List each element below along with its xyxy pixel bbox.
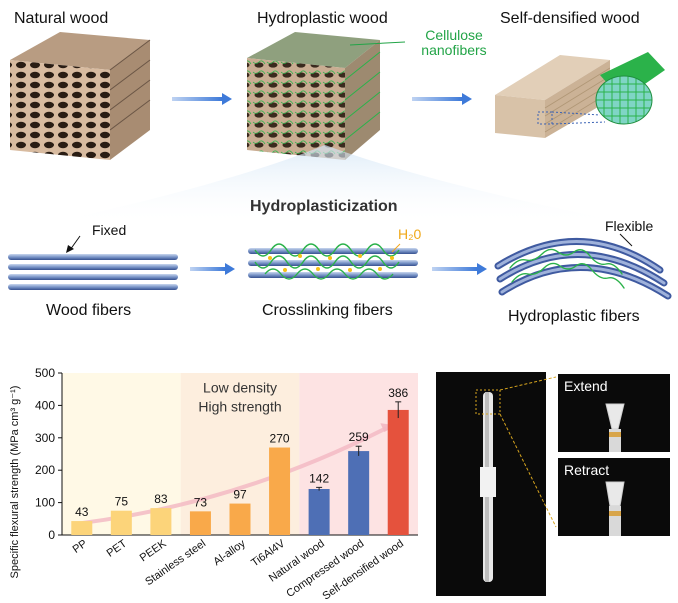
hydroplasticization-title: Hydroplasticization: [250, 198, 398, 215]
flexible-pointer: [619, 233, 633, 247]
wood-fibers-illustration: [8, 254, 178, 290]
flexural-strength-chart: 010020030040050043PP75PET83PEEK73Stainle…: [9, 366, 418, 603]
flexible-label: Flexible: [605, 218, 654, 234]
category-label: Al-alloy: [211, 537, 248, 568]
bar: [71, 521, 93, 535]
bar-value-label: 386: [388, 386, 408, 400]
pen-photo: [436, 372, 546, 596]
y-axis-label: Specific flexural strength (MPa cm³ g⁻¹): [9, 386, 21, 579]
bar: [189, 511, 211, 535]
arrow-2: [412, 97, 462, 101]
y-tick-label: 400: [35, 398, 55, 412]
bar: [110, 510, 132, 535]
retract-label: Retract: [564, 462, 610, 478]
annotation-line1: Low density: [203, 379, 277, 395]
bar: [150, 508, 172, 535]
bar-value-label: 142: [309, 471, 329, 485]
hydroplastic-fibers-label: Hydroplastic fibers: [508, 308, 640, 325]
category-label: PET: [105, 537, 130, 559]
bar-value-label: 270: [270, 432, 290, 446]
self-densified-wood-block: [495, 52, 665, 138]
crosslinking-fibers-illustration: [248, 243, 418, 280]
h2o-label: H₂0: [398, 226, 422, 242]
y-tick-label: 200: [35, 463, 55, 477]
natural-wood-title: Natural wood: [14, 10, 109, 27]
bar-value-label: 43: [75, 505, 89, 519]
bar: [387, 409, 409, 535]
natural-wood-block: [10, 32, 151, 160]
cellulose-nanofibers-label: Cellulose nanofibers: [421, 27, 487, 58]
nanofiber-leader-line: [349, 41, 406, 46]
bar: [308, 488, 330, 535]
hydroplastic-wood-title: Hydroplastic wood: [257, 10, 388, 27]
arrow-4: [432, 267, 477, 271]
extend-label: Extend: [564, 378, 608, 394]
bar-value-label: 259: [349, 430, 369, 444]
wood-fibers-label: Wood fibers: [46, 302, 132, 319]
bar-value-label: 83: [154, 492, 168, 506]
zoom-fan: [40, 145, 640, 225]
bar-value-label: 73: [194, 495, 208, 509]
annotation-line2: High strength: [198, 398, 281, 414]
crosslinking-fibers-label: Crosslinking fibers: [262, 302, 393, 319]
bar-value-label: 97: [233, 488, 247, 502]
bar-value-label: 75: [115, 495, 129, 509]
arrow-1: [172, 97, 222, 101]
y-tick-label: 500: [35, 366, 55, 380]
bar: [348, 451, 370, 535]
self-densified-wood-title: Self-densified wood: [500, 10, 640, 27]
y-tick-label: 100: [35, 496, 55, 510]
bar: [269, 447, 291, 535]
h2o-pointer: [391, 243, 401, 253]
zoom-leader-lines: [499, 376, 557, 528]
bar: [229, 503, 251, 535]
category-label: PEEK: [138, 537, 169, 564]
retract-photo: Retract: [558, 458, 670, 536]
y-tick-label: 300: [35, 431, 55, 445]
extend-photo: Extend: [558, 374, 670, 452]
hydroplastic-fibers-illustration: [494, 238, 672, 300]
category-label: PP: [71, 538, 90, 556]
arrow-3: [190, 267, 225, 271]
hydroplastic-wood-block: [247, 32, 381, 160]
fixed-label: Fixed: [92, 222, 127, 238]
y-tick-label: 0: [48, 528, 55, 542]
